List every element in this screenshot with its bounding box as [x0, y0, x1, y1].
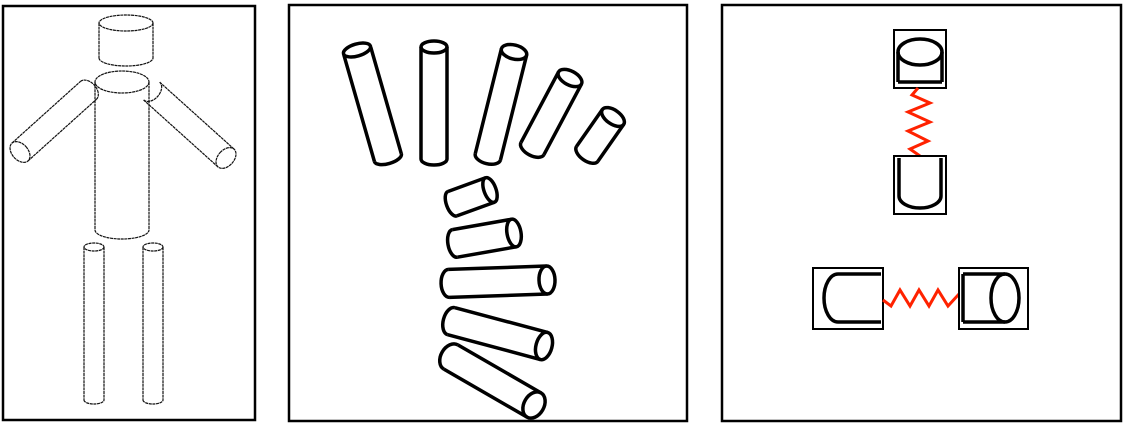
vertical-spring: [904, 87, 934, 158]
top-block: [893, 29, 947, 89]
cylinder-fan-3: [473, 42, 529, 167]
head-cylinder: [98, 14, 154, 67]
cylinder-stack-5: [437, 342, 547, 420]
left-arm-cylinder: [9, 79, 99, 164]
right-arm-cylinder: [143, 81, 237, 170]
block-cup: [822, 272, 881, 324]
block-cylinder: [961, 272, 1021, 324]
torso-cylinder: [94, 70, 150, 240]
middle-block: [893, 155, 947, 215]
cylinder-fan-2: [419, 39, 449, 167]
cylinder-stack-2: [445, 217, 524, 259]
cylinder-stack-1: [443, 175, 499, 218]
cylinder-fan-1: [341, 41, 404, 167]
panel-figure-person: [1, 4, 257, 422]
cylinder-stack-3: [439, 264, 557, 300]
block-box: [893, 155, 947, 215]
right-leg-cylinder: [142, 242, 164, 405]
cylinder-fan-5: [574, 105, 627, 166]
block-box: [958, 267, 1029, 330]
person-strokes: [9, 14, 237, 405]
panel-spring-connections: [720, 3, 1123, 423]
block-cylinder: [896, 37, 944, 84]
block-box: [893, 29, 947, 89]
panel-cylinder-orientations: [287, 3, 689, 423]
left-leg-cylinder: [83, 242, 105, 405]
horizontal-spring: [882, 287, 961, 309]
block-cup: [897, 158, 943, 210]
panel-frame: [1, 4, 257, 422]
cylinder-fan-4: [518, 67, 584, 160]
panel-frame: [720, 3, 1123, 423]
cylinder-stack-4: [441, 305, 555, 362]
panel-frame: [287, 3, 689, 423]
block-box: [812, 267, 884, 330]
bottom-left-block: [812, 267, 884, 330]
bottom-right-block: [958, 267, 1029, 330]
orientation-cylinders: [341, 39, 627, 420]
